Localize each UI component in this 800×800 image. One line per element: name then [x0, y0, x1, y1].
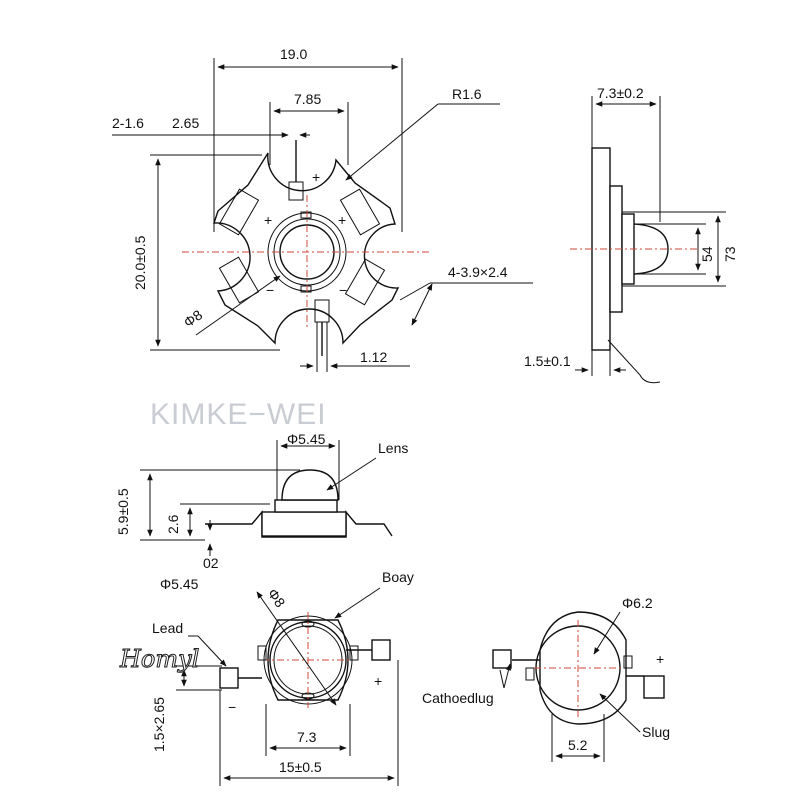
- plus-sign-right: +: [338, 212, 346, 228]
- led-bottom-view: Φ6.2 + Cathoedlug Slug 5.2: [422, 595, 670, 762]
- outer-width-label: 15±0.5: [279, 759, 322, 775]
- side-width-label: 7.3±0.2: [597, 85, 644, 101]
- pad-top-right: [339, 188, 381, 236]
- lens-diameter-label: Φ5.45: [287, 431, 326, 447]
- phi8-label: Φ8: [181, 306, 206, 330]
- minus-sign-bl: −: [228, 699, 236, 715]
- profile-body: [261, 511, 347, 537]
- slug-label: Slug: [642, 724, 670, 740]
- lead-dims-label: 1.5×2.65: [151, 697, 167, 752]
- radius-label: R1.6: [452, 86, 482, 102]
- slug-phi-label: Φ6.2: [622, 595, 653, 611]
- slots-label: 4-3.9×2.4: [448, 264, 508, 280]
- hole-offset-label: 2.65: [172, 115, 199, 131]
- board-width-label: 19.0: [280, 46, 307, 62]
- side-view: 7.3±0.2 54 73 1.5±0.1: [524, 85, 738, 384]
- profile-lens: [281, 469, 339, 501]
- lens-label: Lens: [378, 440, 408, 456]
- pad-width-label: 1.12: [360, 349, 387, 365]
- pad-bottom-right: [344, 258, 386, 306]
- minus-sign-right: −: [339, 282, 347, 298]
- base-thickness-label: 1.5±0.1: [524, 353, 571, 369]
- holes-label: 2-1.6: [112, 115, 144, 131]
- phi8-bl-label: Φ8: [265, 586, 289, 611]
- board-height-label: 20.0±0.5: [132, 235, 148, 290]
- watermark: KIMKE−WEI: [150, 398, 327, 431]
- top-view: + + + − − 19.0 7.85 2-1.6 2.65 R1.6 20.0…: [112, 46, 533, 372]
- plus-sign-br: +: [656, 651, 664, 667]
- profile-view: Φ5.45 Lens 5.9±0.5 2.6 02: [115, 431, 408, 571]
- profile-leads: [205, 510, 393, 538]
- outer-height-label: 73: [722, 246, 738, 262]
- body-height-label: 2.6: [165, 514, 181, 534]
- cathode-slug-label: Cathoedlug: [422, 690, 494, 706]
- star-board-outline: [213, 152, 400, 345]
- outer-phi-label: Φ5.45: [160, 576, 199, 592]
- minus-sign-left: −: [266, 282, 274, 298]
- side-lens: [633, 223, 669, 275]
- body-label: Boay: [382, 569, 414, 585]
- total-height-label: 5.9±0.5: [115, 488, 131, 535]
- inner-height-label: 54: [699, 246, 715, 262]
- plus-sign-bl: +: [374, 673, 382, 689]
- lead-label: Lead: [152, 620, 183, 636]
- lead-gap-label: 02: [203, 555, 219, 571]
- pad-top-left: [218, 188, 260, 236]
- slug-width-label: 5.2: [568, 737, 588, 753]
- led-top-view: Φ5.45 Boay + − Φ8 Lead 1.5×2.65: [151, 569, 414, 786]
- plus-sign-left: +: [264, 212, 272, 228]
- inner-width-label: 7.3: [297, 729, 317, 745]
- plus-sign-top: +: [312, 169, 320, 185]
- brand-watermark: Homyl: [119, 645, 199, 673]
- lens-spacing-label: 7.85: [294, 91, 321, 107]
